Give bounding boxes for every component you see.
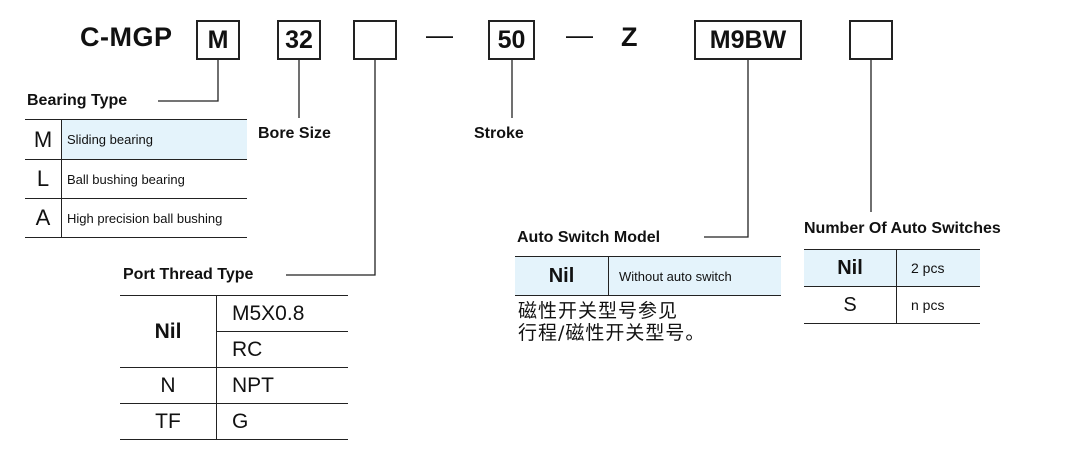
port-thread-table: Nil M5X0.8 RC N NPT TF G [120,295,348,440]
bearing-desc: Sliding bearing [61,119,247,160]
port-value: RC [216,331,348,368]
table-row: Nil M5X0.8 [120,295,348,368]
port-code: TF [120,403,217,440]
bore-size-label: Bore Size [258,125,331,142]
bearing-code: L [25,159,62,199]
switch-count-desc: 2 pcs [896,249,980,287]
auto-switch-model-label: Auto Switch Model [517,229,661,246]
dash-separator: — [566,20,593,50]
dash-separator: — [426,20,453,50]
bearing-code: M [25,119,62,160]
bearing-leader [158,59,219,102]
bearing-desc: High precision ball bushing [61,198,247,238]
model-prefix: C-MGP [80,22,173,52]
port-value: G [216,403,348,440]
table-row: A High precision ball bushing [25,198,247,238]
table-row: L Ball bushing bearing [25,159,247,199]
port-code: N [120,367,217,404]
table-row: Nil Without auto switch [515,256,781,296]
port-value: M5X0.8 [216,295,348,332]
stroke-code-box: 50 [488,20,535,60]
port-code-box [353,20,397,60]
table-row: S n pcs [804,286,980,324]
bearing-desc: Ball bushing bearing [61,159,247,199]
auto-switch-model-table: Nil Without auto switch [515,256,781,296]
switch-model-leader [704,59,749,238]
bearing-code-box: M [196,20,240,60]
port-leader [286,59,376,276]
bearing-code: A [25,198,62,238]
note-line: 磁性开关型号参见 [518,300,679,322]
port-code: Nil [120,295,217,368]
switch-count-code: Nil [804,249,897,287]
bore-code-box: 32 [277,20,321,60]
port-thread-label: Port Thread Type [123,266,254,283]
switch-count-code: S [804,286,897,324]
switch-model-note: 磁性开关型号参见 行程/磁性开关型号。 [518,300,705,344]
auto-switch-count-table: Nil 2 pcs S n pcs [804,249,980,324]
bearing-type-table: M Sliding bearing L Ball bushing bearing… [25,119,247,238]
note-line: 行程/磁性开关型号。 [518,322,706,344]
table-row: TF G [120,403,348,440]
switch-count-code-box [849,20,893,60]
bearing-type-label: Bearing Type [27,92,128,109]
table-row: N NPT [120,367,348,404]
switch-count-desc: n pcs [896,286,980,324]
auto-switch-count-label: Number Of Auto Switches [804,220,1001,237]
table-row: RC [120,331,348,368]
switch-model-code: Nil [515,256,609,296]
table-row: Nil 2 pcs [804,249,980,287]
switch-model-desc: Without auto switch [608,256,781,296]
table-row: M Sliding bearing [25,119,247,160]
port-value: NPT [216,367,348,404]
z-code: Z [621,22,638,52]
stroke-label: Stroke [474,125,524,142]
switch-model-code-box: M9BW [694,20,802,60]
